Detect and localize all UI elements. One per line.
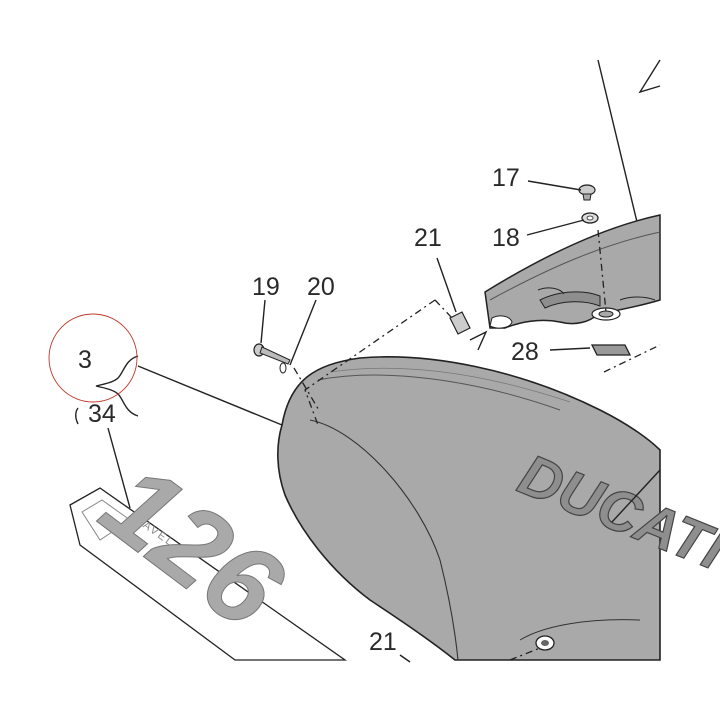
callout-28: 28 <box>511 338 539 366</box>
highlight-circle <box>48 313 138 403</box>
callout-34: 34 <box>88 400 116 428</box>
rear-cover-part <box>484 214 661 329</box>
callout-21-bottom: 21 <box>369 628 397 656</box>
callout-20: 20 <box>307 273 335 301</box>
pad-28 <box>590 344 632 356</box>
callout-19: 19 <box>252 273 280 301</box>
washer-18 <box>581 212 599 224</box>
callout-18: 18 <box>492 224 520 252</box>
bolt-19 <box>253 343 291 365</box>
callout-3: 3 <box>78 346 92 374</box>
fuel-tank-part: DUCATI <box>277 356 720 661</box>
callouts: 17 18 21 19 20 28 3 34 21 <box>78 164 539 656</box>
callout-21-top: 21 <box>414 224 442 252</box>
frame-lines <box>597 59 661 223</box>
leader-lines <box>75 180 661 663</box>
screw-17 <box>578 184 596 201</box>
callout-17: 17 <box>492 164 520 192</box>
assembly-lines <box>293 229 661 661</box>
fastener-21 <box>449 311 488 351</box>
clip-20 <box>279 362 287 374</box>
